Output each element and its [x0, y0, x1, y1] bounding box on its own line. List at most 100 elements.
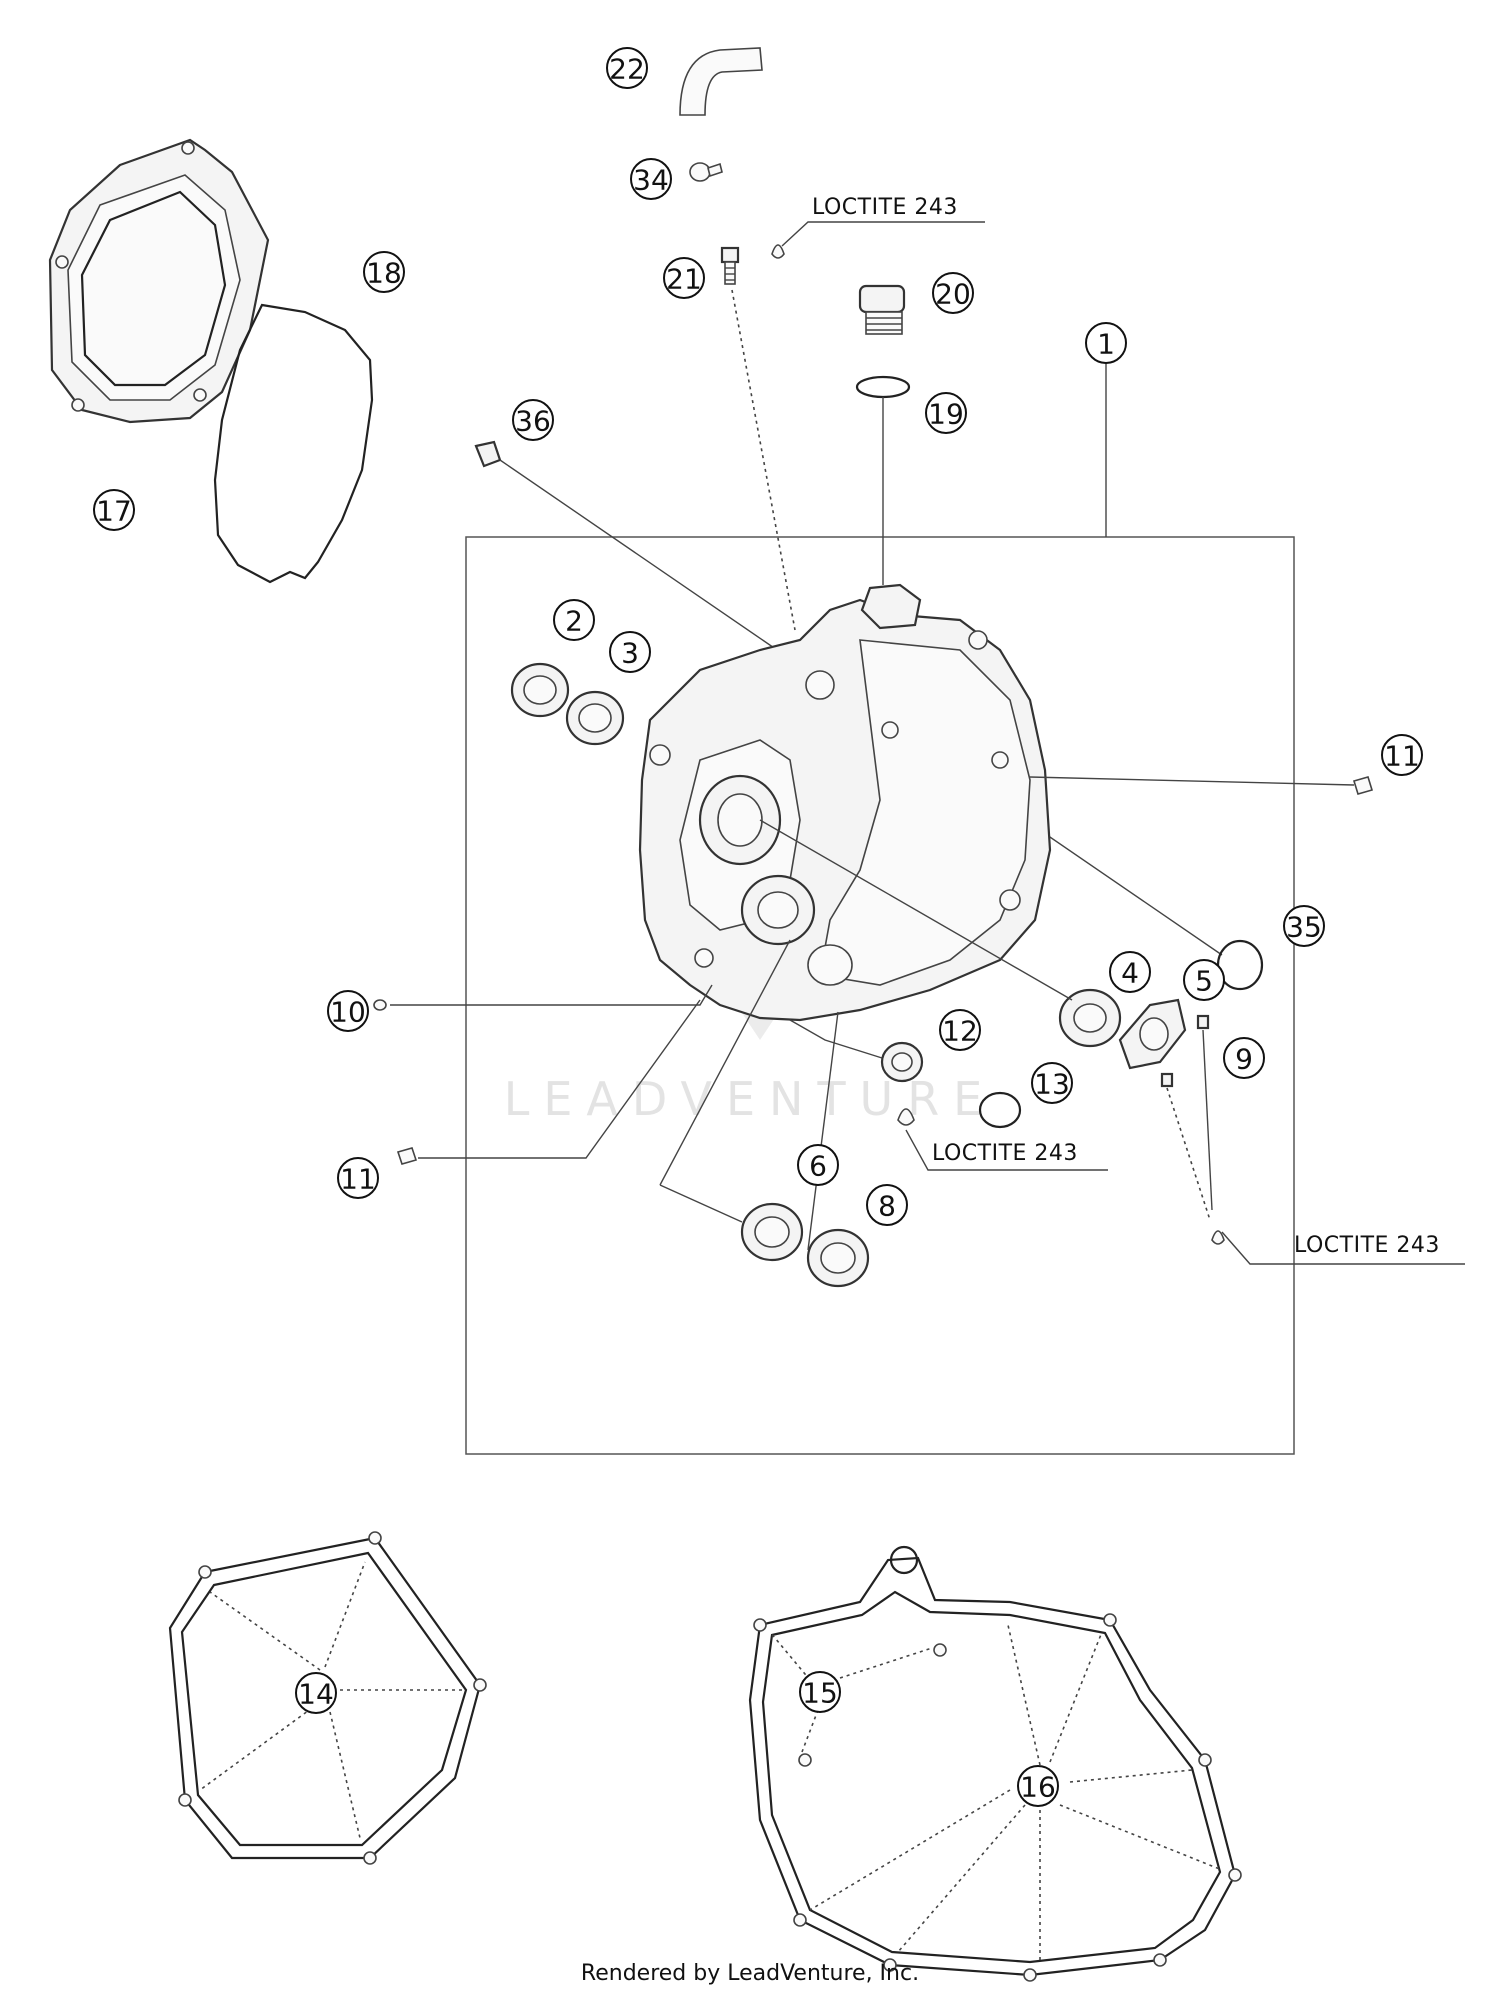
callout-10: 10: [327, 990, 369, 1032]
part-dowel-11-lower: [396, 1147, 418, 1165]
part-shaft-seal-6: [740, 1202, 804, 1262]
footer-credit: Rendered by LeadVenture, Inc.: [581, 1961, 919, 1986]
callout-12: 12: [939, 1009, 981, 1051]
svg-text:10: 10: [330, 996, 366, 1029]
dotted-line-9b: [1166, 1087, 1211, 1221]
callout-22: 22: [606, 47, 648, 89]
loctite-note-1: LOCTITE 243: [812, 195, 958, 220]
callout-6: 6: [797, 1144, 839, 1186]
svg-text:18: 18: [366, 257, 402, 290]
callout-36: 36: [512, 399, 554, 441]
part-clutch-cover-housing: [638, 583, 1052, 1022]
leader-loctite-9: [1221, 1231, 1465, 1265]
callout-11-lower: 11: [337, 1157, 379, 1199]
svg-text:12: 12: [942, 1015, 978, 1048]
leader-11-lower: [418, 999, 701, 1159]
callout-4: 4: [1109, 951, 1151, 993]
callout-14: 14: [295, 1672, 337, 1714]
leader-6b: [659, 939, 791, 1186]
svg-text:11: 11: [1384, 740, 1420, 773]
part-outer-clutch-cover: [48, 138, 270, 424]
svg-text:16: 16: [1020, 1771, 1056, 1804]
callout-16: 16: [1017, 1765, 1059, 1807]
loctite-drop-9: [1211, 1230, 1225, 1245]
callout-2: 2: [553, 599, 595, 641]
callout-13: 13: [1031, 1062, 1073, 1104]
part-oil-filler-plug: [858, 284, 906, 335]
svg-text:11: 11: [340, 1163, 376, 1196]
part-hose-clamp: [689, 162, 723, 182]
part-screw-9: [1160, 1014, 1210, 1088]
callout-35: 35: [1283, 905, 1325, 947]
leader-10: [390, 984, 713, 1006]
svg-text:4: 4: [1121, 957, 1139, 990]
leader-9a: [1202, 1029, 1213, 1211]
callout-19: 19: [925, 392, 967, 434]
part-shaft-seal-2: [510, 662, 570, 718]
dotted-line-21: [731, 289, 796, 631]
dotted-lines-14: [199, 1561, 462, 1839]
loctite-note-3: LOCTITE 243: [1294, 1233, 1440, 1258]
part-bleed-screw: [720, 246, 740, 285]
callout-5: 5: [1183, 959, 1225, 1001]
part-bearing-4: [1058, 988, 1122, 1048]
svg-text:5: 5: [1195, 965, 1213, 998]
leader-6: [659, 1184, 743, 1223]
part-cover-gasket-18: [213, 303, 374, 584]
loctite-note-2: LOCTITE 243: [932, 1141, 1078, 1166]
callout-8: 8: [866, 1184, 908, 1226]
leader-12: [789, 1019, 883, 1059]
callout-21: 21: [663, 257, 705, 299]
part-oring-19: [855, 375, 911, 399]
part-gasket-16: [748, 1545, 1242, 1982]
part-gasket-14: [168, 1531, 487, 1865]
part-dowel-11-upper: [1352, 776, 1374, 795]
callout-18: 18: [363, 251, 405, 293]
loctite-drop-21: [771, 244, 785, 259]
dotted-lines-16: [809, 1624, 1223, 1962]
callout-3: 3: [609, 631, 651, 673]
callout-34: 34: [630, 158, 672, 200]
svg-text:22: 22: [609, 53, 645, 86]
callout-1: 1: [1085, 322, 1127, 364]
svg-text:6: 6: [809, 1150, 827, 1183]
leader-loctite-21: [781, 221, 985, 247]
callout-17: 17: [93, 489, 135, 531]
loctite-drop-12: [897, 1108, 915, 1126]
watermark-text: LEADVENTURE: [504, 1072, 997, 1126]
svg-text:15: 15: [802, 1677, 838, 1710]
part-plug-36: [474, 440, 502, 468]
part-dowel-10: [373, 999, 387, 1011]
svg-text:9: 9: [1235, 1043, 1253, 1076]
part-vent-hose: [679, 47, 763, 116]
svg-text:13: 13: [1034, 1068, 1070, 1101]
svg-text:36: 36: [515, 405, 551, 438]
svg-text:21: 21: [666, 263, 702, 296]
part-shaft-seal-8: [806, 1228, 870, 1288]
part-plug-12: [880, 1041, 924, 1083]
svg-text:1: 1: [1097, 328, 1115, 361]
leader-11-upper: [1029, 776, 1355, 786]
svg-text:17: 17: [96, 495, 132, 528]
leader-loctite-12: [905, 1129, 1108, 1171]
svg-text:2: 2: [565, 605, 583, 638]
svg-text:34: 34: [633, 164, 669, 197]
callout-15: 15: [799, 1671, 841, 1713]
callout-20: 20: [932, 272, 974, 314]
callout-11-upper: 11: [1381, 734, 1423, 776]
part-shaft-seal-3: [565, 690, 625, 746]
svg-text:8: 8: [878, 1190, 896, 1223]
svg-text:14: 14: [298, 1678, 334, 1711]
dotted-lines-15: [769, 1631, 933, 1753]
svg-text:35: 35: [1286, 911, 1322, 944]
leader-4: [759, 819, 1073, 1001]
part-oring-13: [978, 1091, 1022, 1129]
leader-8: [807, 1011, 839, 1251]
svg-text:19: 19: [928, 398, 964, 431]
svg-text:3: 3: [621, 637, 639, 670]
assembly-box: [465, 536, 1295, 1455]
svg-text:20: 20: [935, 278, 971, 311]
part-cover-plate-5: [1118, 998, 1187, 1070]
callout-9: 9: [1223, 1037, 1265, 1079]
